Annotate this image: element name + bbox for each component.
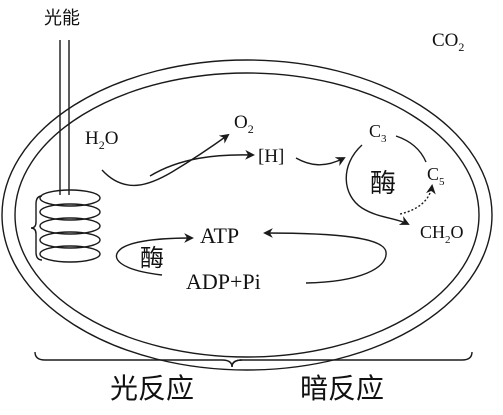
c5-label: C5 (427, 164, 445, 188)
dark-reaction-brace (231, 351, 473, 368)
enzyme-dark-label: 酶 (370, 169, 396, 199)
light-reaction-label: 光反应 (110, 372, 194, 405)
atp-label: ATP (200, 223, 239, 248)
co2-label: CO2 (432, 30, 464, 54)
outer-membrane (1, 59, 493, 371)
ch2o-label: CH2O (420, 222, 464, 246)
inner-membrane (14, 72, 480, 358)
arrow-atp-to-dark (263, 228, 387, 284)
arrow-to-nadph (149, 149, 255, 177)
cycle-c5-to-c3 (395, 135, 427, 163)
c3-label: C3 (369, 121, 387, 145)
dark-reaction-label: 暗反应 (300, 372, 384, 405)
grana-brace (30, 195, 43, 261)
arrow-atp-formation (115, 233, 194, 276)
h2o-label: H2O (85, 128, 118, 152)
grana-stack (39, 189, 101, 263)
o2-label: O2 (234, 112, 254, 136)
enzyme-light-label: 酶 (140, 244, 164, 272)
adp-pi-label: ADP+Pi (186, 269, 261, 294)
nadph-label: [H] (258, 146, 284, 167)
cycle-to-c5 (399, 184, 436, 215)
light-rays (59, 40, 70, 195)
light-energy-label: 光能 (44, 8, 80, 29)
cycle-c3-to-ch2o (345, 144, 410, 225)
arrow-to-o2 (101, 133, 230, 186)
arrow-h-to-c3 (295, 157, 346, 166)
